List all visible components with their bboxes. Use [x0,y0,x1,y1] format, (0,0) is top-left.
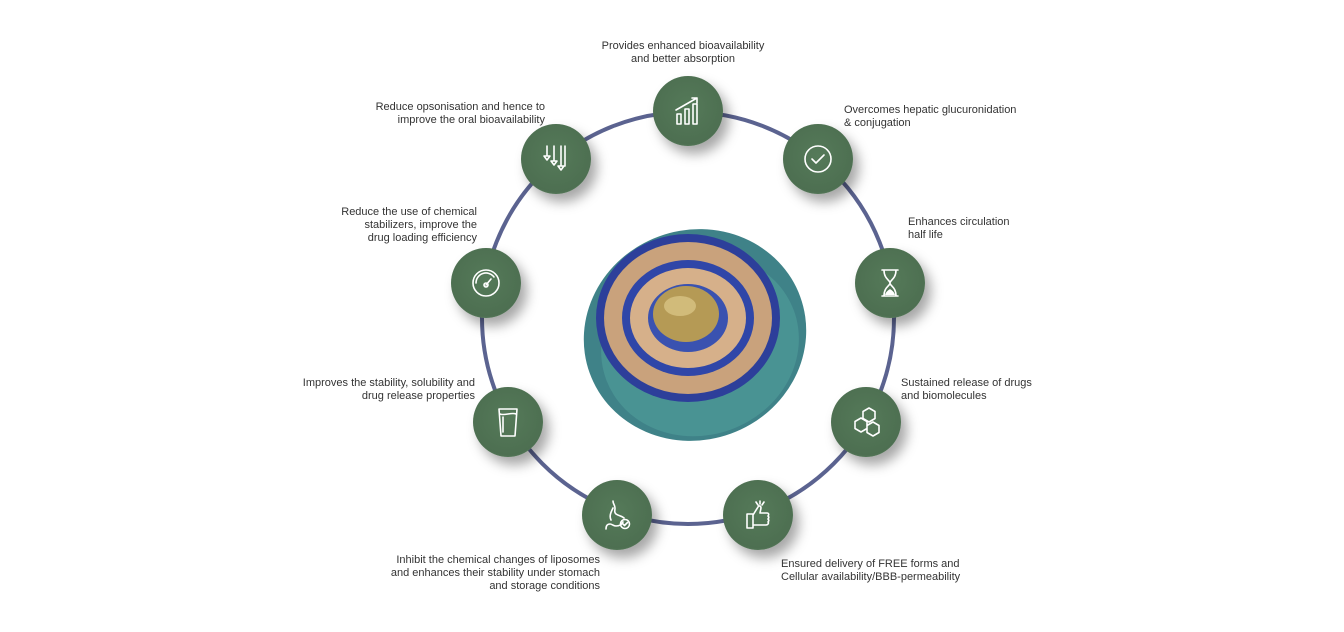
benefit-label-line: Improves the stability, solubility and [302,377,475,389]
benefit-label-line: Enhances circulation [908,216,1010,228]
benefit-node [653,76,723,146]
benefit-label-line: Ensured delivery of FREE forms and [781,558,960,570]
benefit-label-line: Reduce the use of chemical [341,206,477,218]
benefit-label-line: Overcomes hepatic glucuronidation [844,104,1017,116]
benefit-node [783,124,853,194]
benefit-label-line: and better absorption [631,53,735,65]
stomach-icon [605,500,631,530]
benefit-label-line: drug release properties [361,390,475,402]
hourglass-icon [881,269,899,297]
thumbs-up-icon [746,500,770,529]
benefit-node [582,480,652,550]
benefit-node [723,480,793,550]
benefit-node [831,387,901,457]
growth-chart-icon [675,97,698,125]
benefit-label-line: and biomolecules [901,390,987,402]
benefit-label: Overcomes hepatic glucuronidation& conju… [844,104,1016,130]
benefit-label-line: and storage conditions [489,580,600,592]
benefit-label-line: stabilizers, improve the [364,219,478,231]
benefit-node [451,248,521,318]
benefit-node [855,248,925,318]
glass-icon [498,408,518,437]
liposome-illustration [583,229,807,441]
benefit-label-line: Provides enhanced bioavailability [601,40,765,52]
check-circle-icon [804,145,832,173]
benefit-label-line: & conjugation [844,117,911,129]
benefit-label-line: Reduce opsonisation and hence to [375,101,545,113]
molecule-icon [854,407,880,437]
benefit-label-line: and enhances their stability under stoma… [390,567,600,579]
benefit-label-line: Sustained release of drugs [901,377,1032,389]
benefit-label-line: improve the oral bioavailability [397,114,545,126]
benefit-node [473,387,543,457]
benefit-label-line: half life [908,229,943,241]
down-arrows-icon [543,145,566,171]
benefit-label-line: Cellular availability/BBB-permeability [781,571,961,583]
benefit-label: Inhibit the chemical changes of liposome… [391,554,600,593]
benefit-label-line: drug loading efficiency [367,232,477,244]
gauge-icon [472,269,500,297]
benefit-node [521,124,591,194]
benefit-label-line: Inhibit the chemical changes of liposome… [396,554,600,566]
